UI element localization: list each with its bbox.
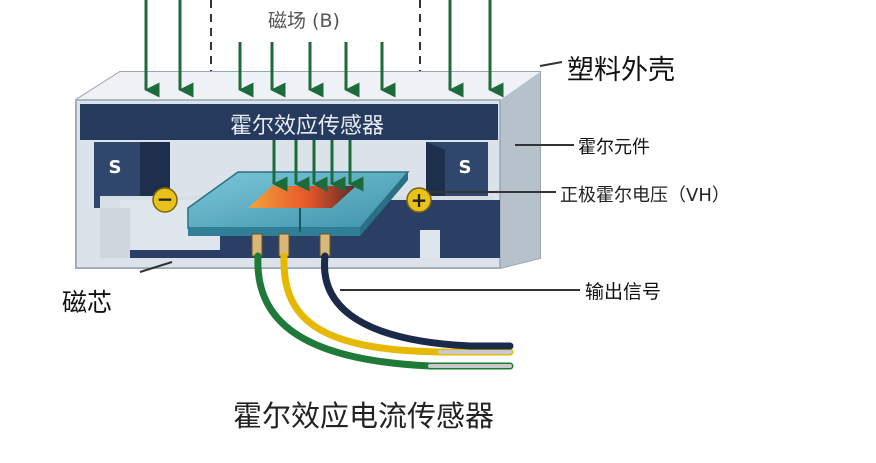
field-arrows-outer (144, 0, 504, 98)
output-wires (254, 252, 514, 370)
pole-left-label: S (109, 157, 122, 178)
diagram-title: 霍尔效应电流传感器 (233, 399, 495, 433)
magnetic-field-label: 磁场 (B) (268, 10, 340, 32)
pole-right-label: S (459, 157, 472, 178)
leader-lines (139, 61, 580, 291)
field-arrows-middle (238, 42, 396, 98)
plastic-housing-label: 塑料外壳 (567, 55, 675, 86)
field-arrows-chip (272, 140, 364, 192)
terminal-negative: − (152, 187, 178, 213)
terminal-positive: + (406, 187, 432, 213)
sensor-header-label: 霍尔效应传感器 (230, 114, 385, 139)
hall-element-label: 霍尔元件 (578, 137, 650, 158)
terminal-positive-sign: + (411, 188, 428, 212)
sensor-header-bar (80, 104, 498, 140)
hall-voltage-label: 正极霍尔电压（VH） (560, 185, 730, 206)
output-signal-label: 输出信号 (585, 281, 662, 303)
magnetic-core-label: 磁芯 (62, 288, 113, 317)
terminal-negative-sign: − (157, 187, 174, 211)
